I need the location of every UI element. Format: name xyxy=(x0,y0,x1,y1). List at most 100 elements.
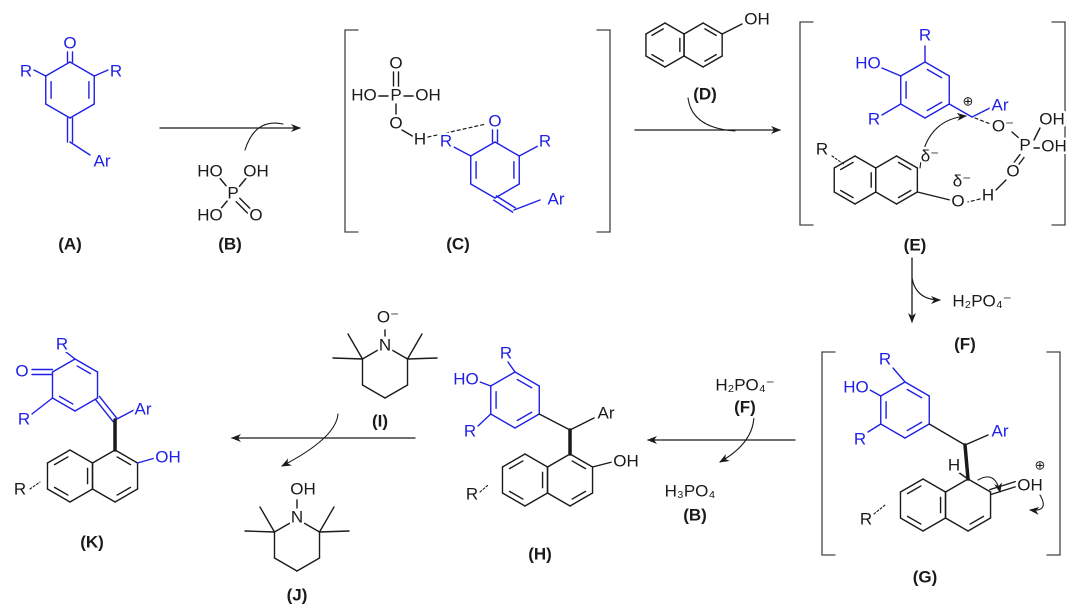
compound-A: O R R Ar (A) xyxy=(17,31,124,256)
naphthalene-G-dearomatized-bond xyxy=(967,517,992,532)
formula-H2PO4: H₂PO₄⁻ xyxy=(715,375,774,394)
atom-H: H xyxy=(948,455,960,474)
atom-R: R xyxy=(854,429,866,448)
bond xyxy=(217,175,234,195)
phenol-ring-E-bond xyxy=(900,61,926,77)
bond xyxy=(971,107,991,118)
atom-O: O xyxy=(15,361,28,380)
bond xyxy=(136,457,156,464)
C=OH-bond xyxy=(989,480,1016,491)
ring-C-bond xyxy=(470,141,496,157)
atom-R: R xyxy=(14,479,26,498)
bond xyxy=(479,381,492,387)
atom-Ar: Ar xyxy=(548,189,565,208)
naphthalene-D-double-bond xyxy=(651,28,664,37)
naphthalene-K-double-bond xyxy=(116,456,132,466)
naphthalene-E-double-bond xyxy=(897,161,912,171)
naphthalene-H-bond xyxy=(546,453,571,468)
naphthalene-H-double-bond xyxy=(571,490,587,500)
phenol-ring-E-bond xyxy=(924,61,950,77)
naphthalene-K-bond xyxy=(114,488,139,503)
electron-arrow-E xyxy=(919,112,967,169)
naphthalene-K-bond xyxy=(69,488,94,503)
bond xyxy=(406,333,423,360)
naphthalene-H-double-bond xyxy=(571,460,587,470)
atom-O: O xyxy=(389,113,402,132)
atom-HO: HO xyxy=(843,377,869,396)
wedge-bond xyxy=(963,443,970,481)
atom-HO: HO xyxy=(855,53,881,72)
bond xyxy=(332,357,364,360)
naphthalene-D-bond xyxy=(702,55,723,68)
bracket-right-E xyxy=(1051,21,1066,226)
bond xyxy=(401,129,415,138)
bond xyxy=(69,141,91,156)
atom-Ar: Ar xyxy=(135,399,152,418)
naphthalene-D-bond xyxy=(702,22,723,35)
naphthalene-D-double-bond xyxy=(704,53,717,62)
P=O-bond xyxy=(235,201,249,215)
atom-O: O xyxy=(63,33,76,52)
naphthalene-K-bond xyxy=(91,488,116,503)
naphthalene-H-bond xyxy=(546,492,571,507)
bond xyxy=(114,409,135,421)
bond xyxy=(881,103,902,116)
quinone-methide-ring-K-double-bond xyxy=(76,365,92,375)
compound-B: HO OH P HO O (B) xyxy=(195,159,272,256)
substituent-wavy-bond xyxy=(479,484,489,493)
naphthalene-E-bond xyxy=(895,155,919,169)
bond-layer xyxy=(29,22,1041,572)
bond xyxy=(867,423,882,433)
naphthalene-E-bond xyxy=(875,191,898,205)
atom-HO: HO xyxy=(197,205,223,224)
bond xyxy=(1033,127,1041,141)
naphthalene-G-dearomatized-double-bond xyxy=(969,515,985,525)
atom-OH: OH xyxy=(613,451,639,470)
phenol-ring-H-bond xyxy=(490,371,516,387)
naphthalene-H-double-bond xyxy=(508,490,524,500)
atom-R: R xyxy=(500,343,512,362)
atom-O: O xyxy=(488,111,501,130)
compound-G: HO R R Ar H ⊕ OH R (G) xyxy=(841,347,1048,589)
partial-charge-delta: δ⁻ xyxy=(921,146,939,165)
exocyclic-double-bond xyxy=(495,195,517,209)
C=OH-bond xyxy=(990,485,1018,496)
compound-label-H: (H) xyxy=(528,544,552,563)
quinone-methide-ring-K-double-bond xyxy=(58,395,74,405)
bond xyxy=(513,199,541,211)
bond xyxy=(259,506,276,533)
phenol-ring-H-bond xyxy=(514,413,540,429)
cation-plus-symbol: ⊕ xyxy=(1035,457,1046,472)
curved-arrow-I-to-J xyxy=(281,413,339,467)
naphthalene-E-bond xyxy=(854,155,877,169)
atom-R: R xyxy=(56,334,68,353)
compound-label-G: (G) xyxy=(913,567,938,586)
naphthalene-K-bond xyxy=(46,488,71,503)
atom-R: R xyxy=(440,131,452,150)
atom-P: P xyxy=(227,183,238,202)
compound-label-A: (A) xyxy=(58,234,82,253)
atom-HO: HO xyxy=(453,369,479,388)
naphthalene-E-double-bond xyxy=(840,189,854,199)
bond xyxy=(1011,131,1021,140)
quinone-methide-ring-K-bond xyxy=(74,358,99,373)
phenol-ring-G-double-bond xyxy=(906,421,923,432)
atom-O-minus: O⁻ xyxy=(377,307,399,326)
piperidine-ring-bond xyxy=(361,345,386,360)
P=O-bond xyxy=(1017,156,1025,167)
partial-bond xyxy=(974,117,994,126)
naphthalene-G-aromatic-bond xyxy=(899,478,924,493)
quinone-methide-ring-K-bond xyxy=(51,358,76,373)
atom-OH: OH xyxy=(1041,136,1067,155)
atom-OH: OH xyxy=(155,447,181,466)
naphthalene-H-double-bond xyxy=(508,460,524,470)
phenol-ring-G-bond xyxy=(904,423,930,439)
piperidine-ring-bond xyxy=(273,518,298,533)
naphthalene-G-aromatic-double-bond xyxy=(906,515,922,525)
atom-R: R xyxy=(879,349,891,368)
naphthalene-E-double-bond xyxy=(840,161,854,171)
naphthalene-D-bond xyxy=(664,22,685,35)
bond xyxy=(569,417,595,431)
compound-label-J: (J) xyxy=(287,585,308,604)
